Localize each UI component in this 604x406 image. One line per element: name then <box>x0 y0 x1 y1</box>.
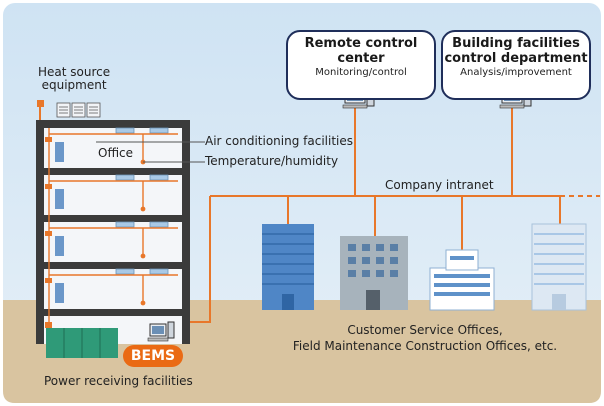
power-receiving-panels <box>46 328 118 358</box>
air-conditioning-label: Air conditioning facilities <box>205 134 353 148</box>
customer-offices-label: Customer Service Offices, Field Maintena… <box>292 323 558 353</box>
bems-badge: BEMS <box>123 345 183 367</box>
bems-computer-icon <box>147 321 175 342</box>
remote-center-subtitle: Monitoring/control <box>315 67 407 78</box>
facilities-dept-title: Building facilities control department <box>444 36 588 66</box>
facilities-dept-subtitle: Analysis/improvement <box>460 67 572 78</box>
remote-control-center-card: Remote control center Monitoring/control <box>286 30 436 100</box>
office-building-2 <box>340 236 408 310</box>
facilities-department-card: Building facilities control department A… <box>441 30 591 100</box>
main-building <box>36 100 190 344</box>
office-label: Office <box>98 146 134 160</box>
heat-source-label: Heat source equipment <box>38 65 111 92</box>
heat-source-units <box>56 102 101 118</box>
temperature-label: Temperature/humidity <box>205 154 339 168</box>
office-building-3 <box>429 249 495 311</box>
office-building-4 <box>531 223 587 311</box>
office-building-1 <box>262 224 314 310</box>
remote-center-title: Remote control center <box>304 36 418 66</box>
intranet-label: Company intranet <box>385 178 494 192</box>
power-receiving-label: Power receiving facilities <box>44 374 193 388</box>
